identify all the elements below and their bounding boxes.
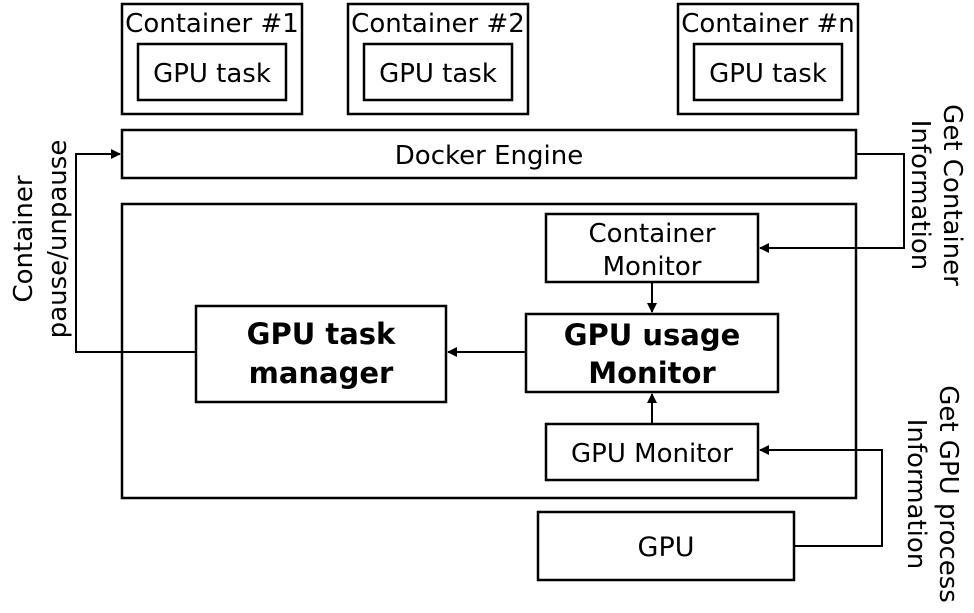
gpu-task-manager-box	[194, 304, 448, 404]
container-monitor-label-line1: Container	[588, 219, 715, 249]
gpu-task-manager-label-line1: GPU task	[247, 317, 396, 351]
container-monitor-label-line2: Monitor	[603, 252, 702, 282]
container-1-gpu-task	[136, 42, 288, 102]
label-container-pause-unpause: Container pause/unpause	[9, 140, 73, 339]
container-n-title: Container #n	[681, 9, 855, 39]
container-2-gpu-task-label: GPU task	[379, 59, 497, 89]
docker-engine-label: Docker Engine	[395, 141, 583, 171]
label-container-info-line1: Get Container	[937, 104, 967, 286]
label-gpu-info-line2: Information	[901, 419, 931, 570]
gpu-usage-monitor-box	[524, 312, 780, 394]
container-1-gpu-task-label: GPU task	[153, 59, 271, 89]
gpu-usage-monitor-label-line2: Monitor	[588, 356, 716, 390]
label-get-gpu-process-information: Get GPU process Information	[901, 385, 963, 603]
container-1-title: Container #1	[125, 9, 299, 39]
container-2: Container #2 GPU task	[346, 2, 530, 116]
arrow-task-manager-to-docker-engine	[75, 149, 196, 353]
arrow-docker-engine-to-container-monitor	[759, 153, 905, 253]
label-get-container-information: Get Container Information	[905, 104, 967, 286]
label-pause-line1: Container	[9, 175, 39, 302]
gpu-label: GPU	[638, 532, 695, 563]
gpu-monitor-label: GPU Monitor	[571, 439, 733, 469]
container-n-gpu-task	[692, 42, 844, 102]
label-pause-line2: pause/unpause	[43, 140, 73, 339]
gpu-box	[536, 510, 796, 582]
container-2-title: Container #2	[351, 9, 525, 39]
gpu-task-manager-label-line2: manager	[249, 356, 394, 390]
gpu-monitor-box	[544, 422, 760, 482]
arrow-gpu-to-gpu-monitor	[759, 445, 883, 547]
label-gpu-info-line1: Get GPU process	[933, 385, 963, 603]
container-n: Container #n GPU task	[676, 2, 860, 116]
docker-engine-box	[120, 128, 858, 180]
container-2-gpu-task	[362, 42, 514, 102]
container-1: Container #1 GPU task	[120, 2, 304, 116]
label-container-info-line2: Information	[905, 120, 935, 271]
container-n-gpu-task-label: GPU task	[709, 59, 827, 89]
gpu-usage-monitor-label-line1: GPU usage	[564, 318, 741, 352]
